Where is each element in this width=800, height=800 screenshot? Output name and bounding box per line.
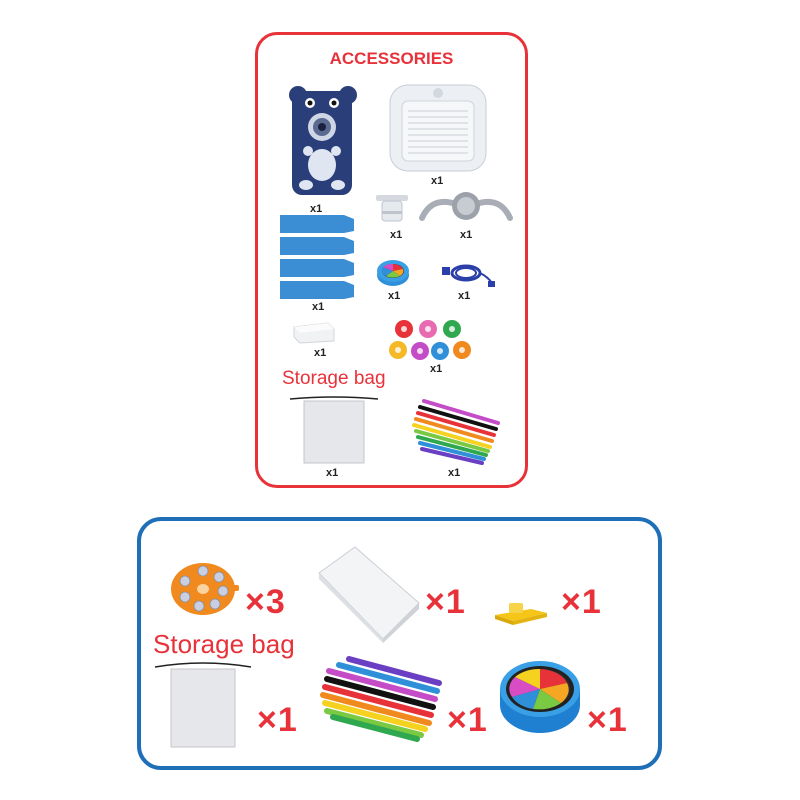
usb-cable-qty: x1 — [458, 290, 471, 302]
extras-color-wheel-image — [497, 659, 583, 737]
clip-stand-qty: x1 — [460, 229, 473, 241]
bear-projector-image — [288, 85, 360, 197]
sharpener-qty: ×1 — [561, 583, 602, 621]
drawing-board-image — [388, 83, 488, 173]
lens-holder-qty: x1 — [390, 229, 403, 241]
pattern-discs-image — [388, 318, 478, 364]
extras-storage-bag-image — [153, 659, 253, 749]
accessories-storage-bag-image — [288, 393, 380, 465]
sharpener-image — [493, 599, 549, 625]
accessories-storage-label: Storage bag — [282, 368, 386, 389]
accessories-markers-qty: x1 — [448, 467, 461, 479]
color-wheel-qty: x1 — [388, 290, 401, 302]
lens-holder-image — [374, 193, 410, 225]
orange-disc-image — [167, 559, 241, 619]
eraser-image — [292, 321, 336, 345]
extras-storage-label: Storage bag — [153, 629, 295, 659]
legs-image — [278, 213, 358, 303]
pattern-discs-qty: x1 — [430, 363, 443, 375]
bear-projector-qty: x1 — [310, 203, 323, 215]
paper-stack-image — [315, 543, 423, 643]
extras-panel: ×3 ×1 ×1 Storage bag ×1 — [137, 517, 662, 770]
paper-stack-qty: ×1 — [425, 583, 466, 621]
drawing-board-qty: x1 — [431, 175, 444, 187]
orange-disc-qty: ×3 — [245, 583, 286, 621]
accessories-markers-image — [410, 397, 500, 467]
accessories-panel: ACCESSORIES x1 — [255, 32, 528, 488]
extras-storage-bag-qty: ×1 — [257, 701, 298, 739]
legs-qty: x1 — [312, 301, 325, 313]
accessories-storage-bag-qty: x1 — [326, 467, 339, 479]
eraser-qty: x1 — [314, 347, 327, 359]
extras-markers-qty: ×1 — [447, 701, 488, 739]
accessories-title: ACCESSORIES — [329, 49, 454, 68]
extras-markers-image — [315, 643, 443, 743]
clip-stand-image — [418, 188, 514, 228]
extras-color-wheel-qty: ×1 — [587, 701, 628, 739]
usb-cable-image — [440, 261, 496, 289]
color-wheel-image — [376, 259, 410, 287]
